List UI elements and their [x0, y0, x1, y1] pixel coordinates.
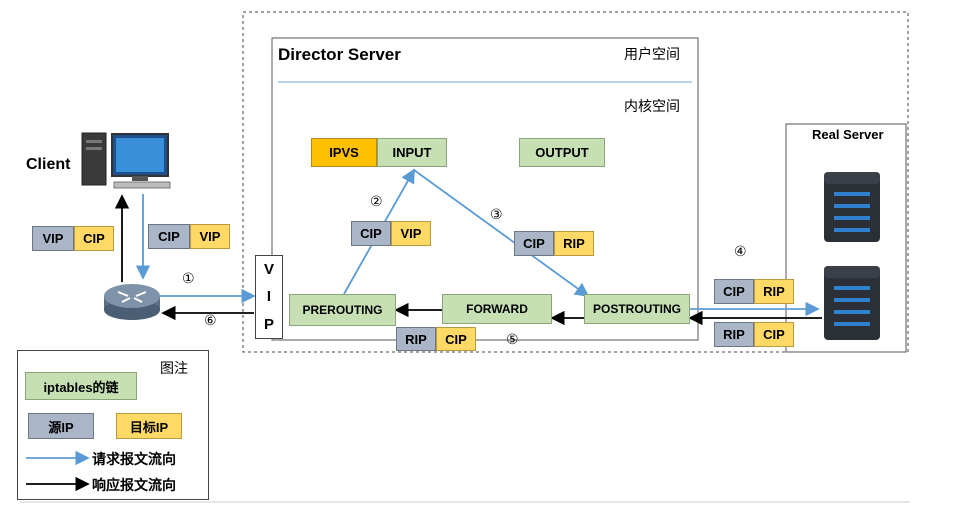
step-number: ②	[370, 193, 383, 209]
director-dashed-border	[242, 11, 909, 353]
packet-src: CIP	[148, 224, 190, 249]
chain-postrouting: POSTROUTING	[584, 294, 690, 324]
server-rack-icon	[824, 172, 880, 242]
step-number: ⑤	[506, 331, 519, 347]
packet-dst: RIP	[554, 231, 594, 256]
legend-response-label: 响应报文流向	[92, 477, 176, 493]
chain-forward: FORWARD	[442, 294, 552, 324]
real-server-title: Real Server	[812, 127, 884, 142]
legend-request-label: 请求报文流向	[92, 451, 176, 467]
packet-dst: VIP	[391, 221, 431, 246]
packet-src: CIP	[351, 221, 391, 246]
request-input-to-postrouting	[413, 169, 590, 298]
chain-ipvs: IPVS	[311, 138, 377, 167]
chain-output: OUTPUT	[519, 138, 605, 167]
legend-src-swatch: 源IP	[28, 413, 94, 439]
computer-icon	[81, 132, 171, 189]
vip-letter: P	[263, 315, 274, 333]
packet-src: VIP	[32, 226, 74, 251]
packet-dst: CIP	[74, 226, 114, 251]
packet-dst: VIP	[190, 224, 230, 249]
vip-interface: V I P	[255, 255, 283, 339]
director-title: Director Server	[278, 45, 401, 64]
packet-src: CIP	[514, 231, 554, 256]
chain-input: INPUT	[377, 138, 447, 167]
packet-src: RIP	[396, 327, 436, 351]
packet-src: RIP	[714, 322, 754, 347]
legend-chain-swatch: iptables的链	[25, 372, 137, 400]
packet-dst: RIP	[754, 279, 794, 304]
legend-box	[17, 350, 209, 500]
step-number: ④	[734, 243, 747, 259]
client-label: Client	[26, 156, 71, 173]
vip-letter: V	[263, 261, 274, 279]
chain-prerouting: PREROUTING	[289, 294, 396, 326]
server-rack-icon	[824, 266, 880, 340]
step-number: ③	[490, 206, 503, 222]
legend-dst-swatch: 目标IP	[116, 413, 182, 439]
packet-dst: CIP	[754, 322, 794, 347]
vip-letter: I	[266, 288, 272, 306]
director-box	[271, 37, 699, 341]
user-space-label: 用户空间	[624, 46, 680, 62]
packet-dst: CIP	[436, 327, 476, 351]
kernel-space-label: 内核空间	[624, 98, 680, 114]
real-server-box	[785, 123, 907, 353]
step-number: ①	[182, 270, 195, 286]
step-number: ⑥	[204, 312, 217, 328]
router-icon	[104, 284, 160, 320]
legend-title: 图注	[160, 360, 188, 376]
packet-src: CIP	[714, 279, 754, 304]
